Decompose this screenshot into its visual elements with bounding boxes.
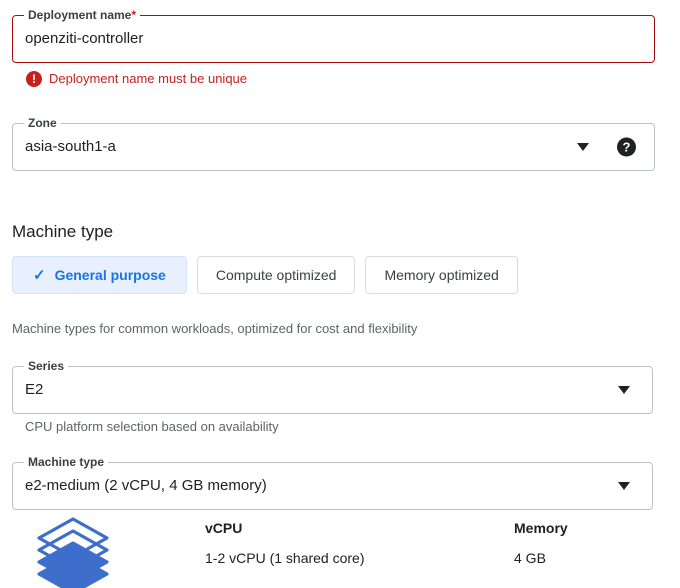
chip-memory-optimized[interactable]: Memory optimized: [365, 256, 518, 294]
zone-select-value[interactable]: asia-south1-a: [25, 138, 116, 155]
error-icon: !: [26, 71, 42, 87]
layers-icon: [37, 517, 109, 588]
chevron-down-icon[interactable]: [618, 482, 630, 490]
help-icon[interactable]: ?: [617, 137, 636, 157]
chevron-down-icon[interactable]: [577, 143, 589, 151]
machine-family-hint: Machine types for common workloads, opti…: [12, 321, 418, 336]
machine-type-label: Machine type: [24, 455, 109, 469]
deployment-name-field[interactable]: Deployment name* openziti-controller: [12, 8, 655, 63]
spec-header-vcpu: vCPU: [205, 520, 243, 536]
series-hint: CPU platform selection based on availabi…: [25, 419, 279, 434]
series-field[interactable]: Series E2: [12, 359, 653, 414]
chip-label: Compute optimized: [215, 267, 337, 283]
series-select-value[interactable]: E2: [25, 381, 44, 398]
spec-header-memory: Memory: [514, 520, 568, 536]
machine-family-chip-group: ✓ General purpose Compute optimized Memo…: [12, 256, 518, 294]
machine-type-select-value[interactable]: e2-medium (2 vCPU, 4 GB memory): [25, 477, 267, 494]
page-title: Machine type: [12, 222, 114, 241]
required-asterisk: *: [131, 8, 137, 22]
deployment-name-label: Deployment name*: [24, 8, 141, 22]
series-label: Series: [24, 359, 69, 373]
error-message: Deployment name must be unique: [49, 71, 248, 86]
deployment-name-input[interactable]: openziti-controller: [25, 30, 144, 47]
chip-compute-optimized[interactable]: Compute optimized: [196, 256, 356, 294]
chip-label: Memory optimized: [384, 267, 499, 283]
chip-label: General purpose: [54, 267, 166, 283]
deployment-name-error: ! Deployment name must be unique: [26, 71, 247, 87]
check-icon: ✓: [33, 266, 46, 284]
chip-general-purpose[interactable]: ✓ General purpose: [12, 256, 187, 294]
zone-field[interactable]: Zone asia-south1-a ?: [12, 116, 655, 171]
spec-value-memory: 4 GB: [514, 550, 546, 566]
machine-type-field[interactable]: Machine type e2-medium (2 vCPU, 4 GB mem…: [12, 455, 653, 510]
zone-label: Zone: [24, 116, 61, 130]
chevron-down-icon[interactable]: [618, 386, 630, 394]
spec-value-vcpu: 1-2 vCPU (1 shared core): [205, 550, 365, 566]
